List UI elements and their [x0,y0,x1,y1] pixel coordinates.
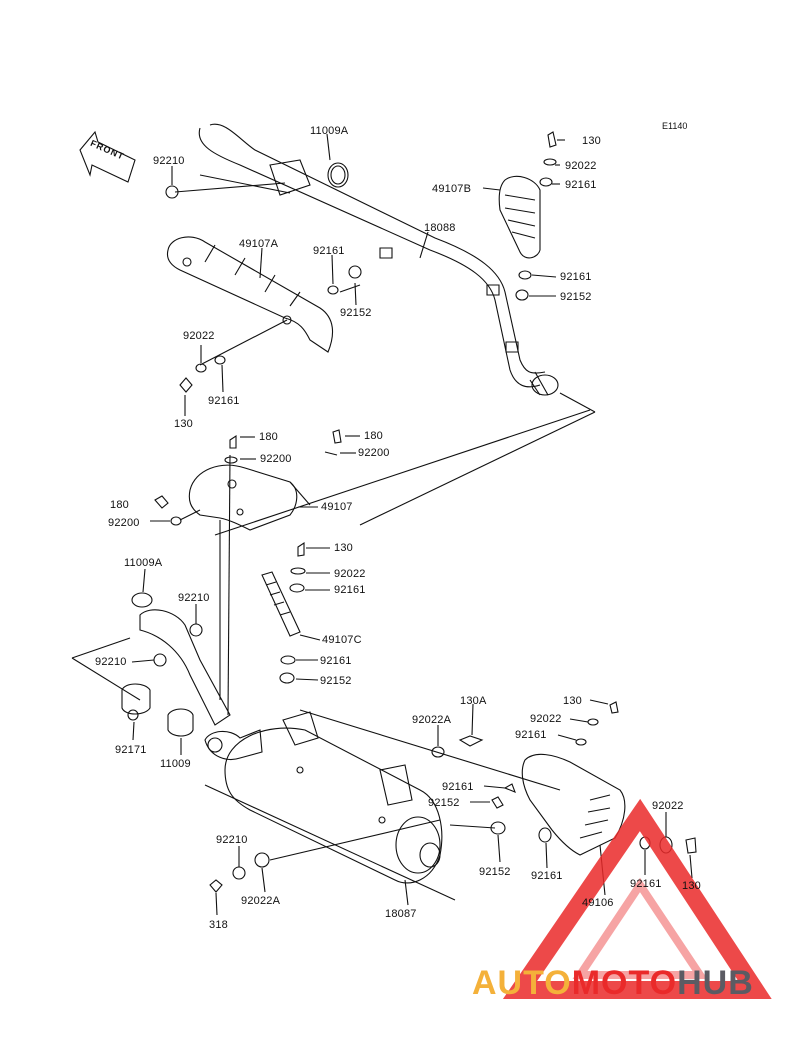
part-label: 130 [582,135,601,147]
header-pipe-end [532,375,558,395]
part-label: 92200 [108,517,140,529]
muffler-18087 [225,728,442,883]
part-label: 92022 [565,160,597,172]
part-label: 92022 [334,568,366,580]
heat-guard-49107 [189,465,296,530]
part-label: 92161 [531,870,563,882]
part-label: 92022A [241,895,281,907]
part-label: 130 [563,695,582,707]
part-label: 130 [334,542,353,554]
heat-guard-49107A [168,237,333,352]
part-label: 92161 [515,729,547,741]
diagram-code: E1140 [662,121,688,131]
part-label: 92161 [630,878,662,890]
front-arrow [80,132,135,182]
part-label: 18087 [385,908,417,920]
part-label: 130 [174,418,193,430]
part-label: 11009A [124,557,163,569]
part-label: 92161 [565,179,597,191]
watermark-part-moto: MOTO [571,964,678,1002]
gasket-11009 [168,709,193,736]
part-label: 49107B [432,183,472,195]
part-label: 92161 [208,395,240,407]
watermark-part-hub: HUB [677,964,754,1002]
part-label: 49106 [582,897,614,909]
clamp-92171 [122,684,150,714]
part-label: 92022 [183,330,215,342]
part-label: 130A [460,695,487,707]
part-label: 49107A [239,238,279,250]
part-label: 92161 [334,584,366,596]
part-label: 49107 [321,501,353,513]
part-label: 92022A [412,714,452,726]
watermark-logo [520,815,755,990]
gasket-11009A-top [328,163,348,187]
part-label: 180 [110,499,129,511]
part-label: 92210 [178,592,210,604]
part-label: 130 [682,880,701,892]
part-label: 11009A [310,125,349,137]
heat-guard-49106 [522,754,625,855]
header-pipe-upper [199,128,540,387]
part-label: 92161 [313,245,345,257]
part-label: 92200 [260,453,292,465]
part-label: 92210 [95,656,127,668]
part-label: 92161 [560,271,592,283]
part-label: 92152 [320,675,352,687]
part-label: 92022 [652,800,684,812]
heat-guard-49107B [499,176,540,258]
part-label: 92022 [530,713,562,725]
part-label: 92171 [115,744,147,756]
watermark-text: AUTOMOTOHUB [472,965,754,1001]
part-label: 92152 [560,291,592,303]
part-label: 92200 [358,447,390,459]
part-label: 318 [209,919,228,931]
part-label: 92152 [479,866,511,878]
watermark-part-auto: AUTO [472,964,572,1002]
part-label: 180 [259,431,278,443]
nut-92210-top [166,186,178,198]
part-label: 180 [364,430,383,442]
part-label: 18088 [424,222,456,234]
gasket-11009A-lower [132,593,152,607]
part-label: 92152 [428,797,460,809]
part-label: 92161 [442,781,474,793]
part-label: 92210 [216,834,248,846]
part-label: 92210 [153,155,185,167]
part-label: 11009 [160,758,191,770]
part-label: 92152 [340,307,372,319]
bracket-49107C [262,572,300,636]
part-label: 92161 [320,655,352,667]
part-label: 49107C [322,634,362,646]
